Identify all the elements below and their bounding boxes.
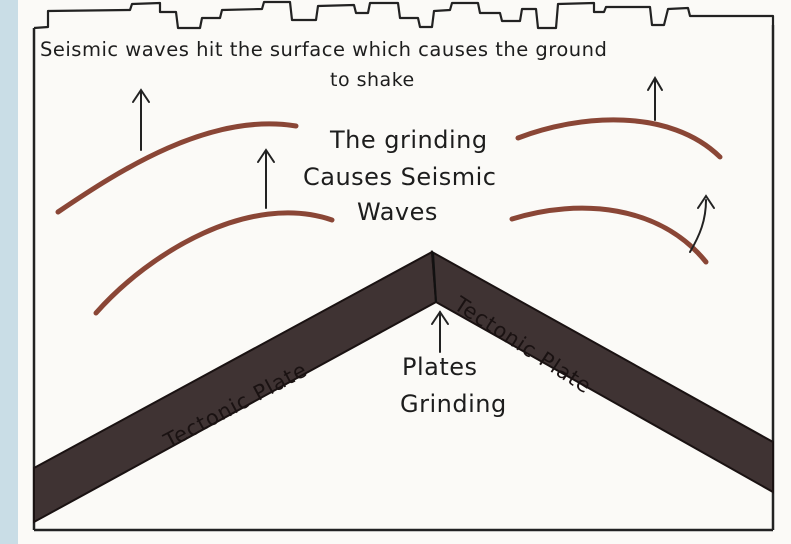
arrow-up-icon	[690, 196, 714, 252]
arrow-up-icon	[432, 312, 448, 352]
grinding-label-line2: Causes Seismic	[303, 163, 497, 191]
wave-arc-top-right	[518, 120, 720, 157]
grinding-label-line1: The grinding	[330, 126, 488, 154]
arrow-up-icon	[648, 78, 662, 120]
grinding-label-line3: Waves	[357, 198, 438, 226]
wave-arc-top-left	[58, 124, 296, 212]
arrow-up-icon	[258, 150, 274, 208]
plates-grinding-label-line2: Grinding	[400, 390, 507, 418]
tectonic-plate-right	[432, 252, 773, 492]
skyline-outline	[34, 2, 773, 28]
plates-grinding-label-line1: Plates	[402, 353, 478, 381]
caption-title-line1: Seismic waves hit the surface which caus…	[40, 38, 607, 61]
tectonic-plate-left	[34, 252, 436, 522]
wave-arc-mid-right	[512, 208, 706, 262]
wave-arc-mid-left	[96, 213, 332, 313]
caption-title-line2: to shake	[330, 69, 415, 91]
arrow-up-icon	[133, 90, 149, 150]
